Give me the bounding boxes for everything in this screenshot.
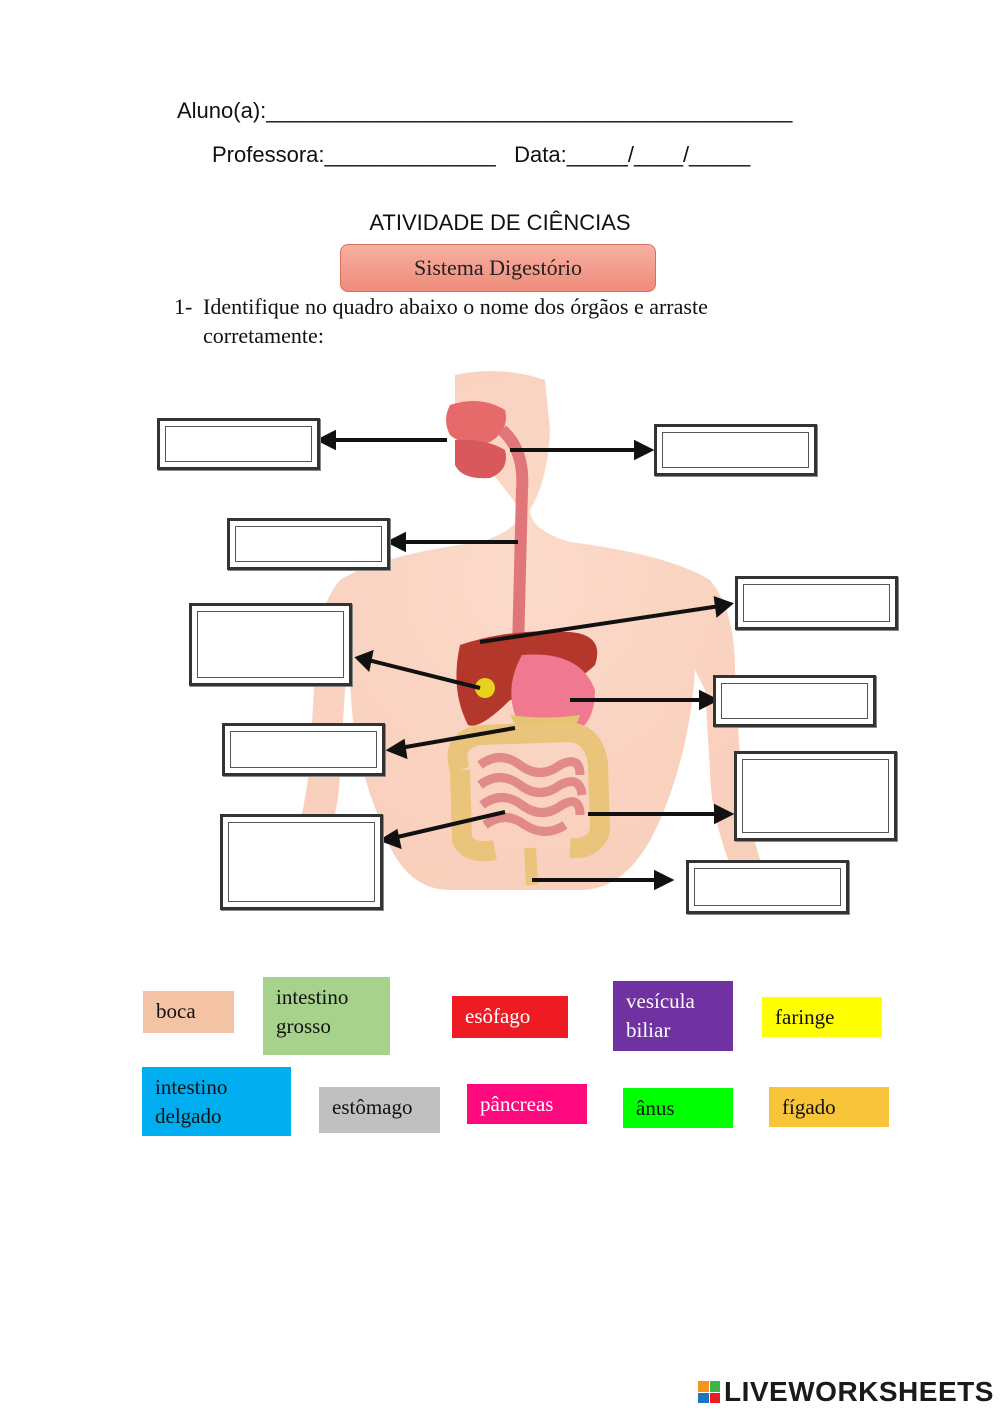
word-chip-intestino-grosso[interactable]: intestino grosso xyxy=(263,977,390,1055)
large-intestine-shape xyxy=(447,721,611,862)
mouth-shape xyxy=(446,401,506,444)
word-chip-esofago[interactable]: esôfago xyxy=(452,996,568,1038)
body-silhouette xyxy=(280,371,770,890)
answer-box-1[interactable] xyxy=(157,418,320,470)
word-chip-estomago[interactable]: estômago xyxy=(319,1087,440,1133)
word-chip-pancreas[interactable]: pâncreas xyxy=(467,1084,587,1124)
esophagus-shape xyxy=(497,425,529,651)
stomach-shape xyxy=(511,654,595,736)
subtitle-banner: Sistema Digestório xyxy=(340,244,656,292)
word-chip-figado[interactable]: fígado xyxy=(769,1087,889,1127)
answer-box-2[interactable] xyxy=(654,424,817,476)
arrow-liver xyxy=(479,604,721,644)
pointer-arrows xyxy=(315,429,735,891)
arrow-small-intestine xyxy=(392,810,506,840)
word-chip-anus[interactable]: ânus xyxy=(623,1088,733,1128)
word-chip-vesicula-biliar[interactable]: vesícula biliar xyxy=(613,981,733,1051)
digestive-system-diagram xyxy=(280,371,770,891)
answer-box-6[interactable] xyxy=(713,675,876,727)
rectum-shape xyxy=(524,847,538,886)
question-number: 1- xyxy=(174,294,193,319)
answer-box-10[interactable] xyxy=(686,860,849,914)
answer-box-4[interactable] xyxy=(735,576,898,630)
subtitle-text: Sistema Digestório xyxy=(413,255,583,280)
answer-box-9[interactable] xyxy=(220,814,383,910)
liveworksheets-logo-icon xyxy=(698,1381,720,1403)
page-title: ATIVIDADE DE CIÊNCIAS xyxy=(369,210,631,235)
gallbladder-shape xyxy=(475,678,495,698)
question-text: Identifique no quadro abaixo o nome dos … xyxy=(203,294,708,348)
arrow-gallbladder xyxy=(367,658,481,690)
answer-box-7[interactable] xyxy=(222,723,385,776)
teacher-date-line: Professora:______________ Data:_____/___… xyxy=(212,142,751,167)
answer-box-5[interactable] xyxy=(189,603,352,686)
logo-text: LIVEWORKSHEETS xyxy=(724,1376,994,1407)
student-name-line: Aluno(a):_______________________________… xyxy=(177,98,793,123)
pharynx-shape xyxy=(455,439,506,479)
word-chip-intestino-delgado[interactable]: intestino delgado xyxy=(142,1067,291,1136)
word-chip-boca[interactable]: boca xyxy=(143,991,234,1033)
liveworksheets-logo: LIVEWORKSHEETS xyxy=(698,1374,994,1410)
arrow-pancreas xyxy=(399,726,516,750)
small-intestine-shape xyxy=(477,753,587,836)
answer-box-3[interactable] xyxy=(227,518,390,570)
word-chip-faringe[interactable]: faringe xyxy=(762,997,882,1037)
answer-box-8[interactable] xyxy=(734,751,897,841)
